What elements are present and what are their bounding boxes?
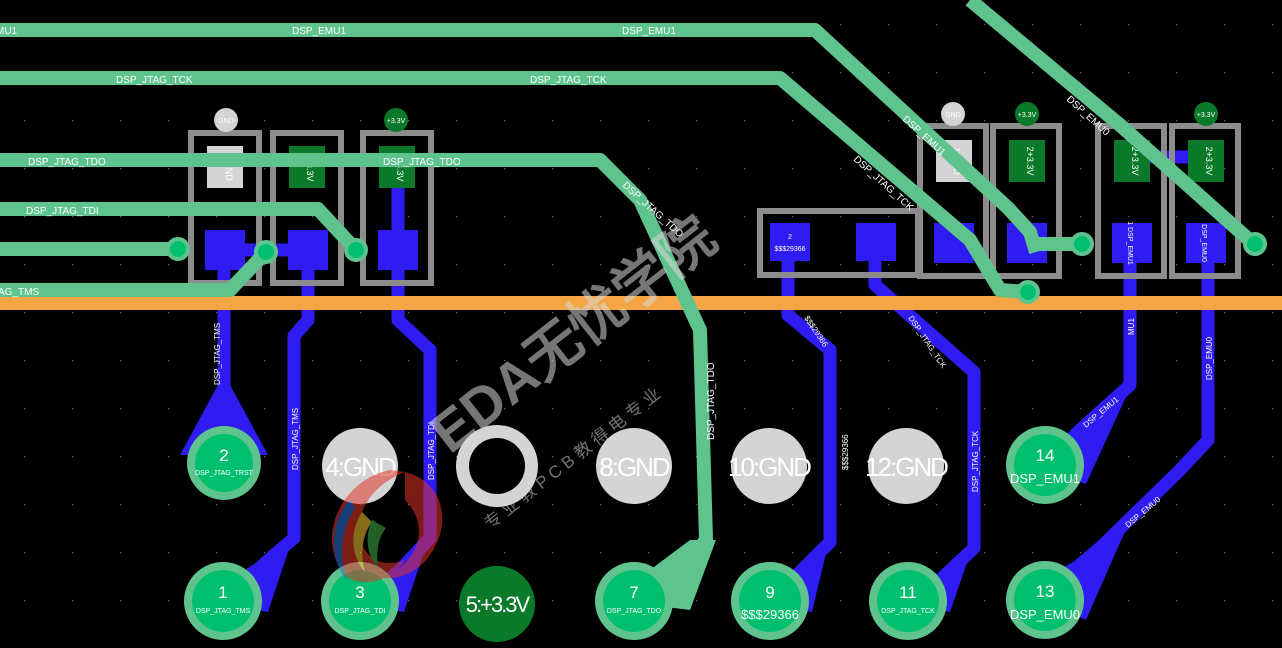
header-pin-12[interactable]: 12:GND [865, 428, 950, 504]
svg-text:AG_TMS: AG_TMS [0, 287, 39, 298]
header-pin-8[interactable]: 8:GND [596, 428, 672, 504]
svg-text:2+3.3V: 2+3.3V [1025, 147, 1035, 176]
resistor-r7[interactable]: 2+3.3V DSP_EMU0 [1169, 123, 1241, 279]
vias [166, 232, 1267, 304]
svg-text:DSP_JTAG_TDI: DSP_JTAG_TDI [427, 422, 436, 480]
svg-text:DSP_JTAG_TMS: DSP_JTAG_TMS [213, 323, 222, 385]
svg-text:1 DSP_EMU1: 1 DSP_EMU1 [1126, 221, 1133, 265]
trace-emu1-top [0, 23, 1043, 255]
via-emu0[interactable] [1243, 232, 1267, 256]
via-tck[interactable] [1016, 280, 1040, 304]
header-pin-2[interactable]: 2 DSP_JTAG_TRST [187, 426, 261, 500]
svg-text:$$$29366: $$$29366 [741, 607, 799, 622]
svg-text:DSP_JTAG_TDO: DSP_JTAG_TDO [383, 157, 461, 168]
svg-text:2: 2 [219, 446, 228, 465]
header-pin-7[interactable]: 7 DSP_JTAG_TDO [595, 562, 673, 640]
trace-tck-top [0, 71, 1029, 299]
header-pin-1[interactable]: 1 DSP_JTAG_TMS [184, 562, 262, 640]
svg-text:DSP_JTAG_TMS: DSP_JTAG_TMS [291, 408, 300, 470]
svg-text:13: 13 [1036, 582, 1055, 601]
via-trst[interactable] [166, 237, 190, 261]
svg-text:DSP_EMU0: DSP_EMU0 [1200, 224, 1207, 262]
svg-text:1: 1 [218, 583, 227, 602]
svg-text:7: 7 [629, 583, 638, 602]
svg-text:DSP_JTAG_TDO: DSP_JTAG_TDO [607, 608, 662, 615]
trace-tms-top [0, 247, 272, 297]
svg-text:DSP_EMU0: DSP_EMU0 [1205, 336, 1214, 380]
svg-text:+3.3V: +3.3V [1018, 112, 1037, 119]
header-pin-9[interactable]: 9 $$$29366 [731, 562, 809, 640]
svg-text:1:GND: 1:GND [224, 153, 234, 181]
svg-text:DSP_EMU1: DSP_EMU1 [292, 26, 346, 37]
svg-text:$$$29366: $$$29366 [841, 434, 850, 470]
header-pin-5[interactable]: 5:+3.3V [459, 566, 535, 642]
svg-text:2+3.3V: 2+3.3V [1130, 147, 1140, 176]
svg-text:10:GND: 10:GND [728, 452, 811, 482]
header-pin-14[interactable]: 14 DSP_EMU1 [1006, 426, 1084, 504]
svg-text:DSP_JTAG_TCK: DSP_JTAG_TCK [530, 75, 607, 86]
svg-text:DSP_JTAG_TDO: DSP_JTAG_TDO [706, 362, 717, 440]
header-pin-3[interactable]: 3 DSP_JTAG_TDI [321, 562, 399, 640]
svg-text:$$$29366: $$$29366 [774, 246, 805, 253]
watermark-logo-icon [332, 470, 443, 583]
svg-text:12:GND: 12:GND [865, 452, 948, 482]
svg-text:DSP_JTAG_TCK: DSP_JTAG_TCK [881, 608, 935, 615]
svg-text:DSP_EMU0: DSP_EMU0 [1010, 607, 1080, 622]
jtag-header: 2 DSP_JTAG_TRST 4:GND 8:GND 10:GND 12:GN… [184, 425, 1084, 642]
svg-text:DSP_EMU1: DSP_EMU1 [1010, 471, 1080, 486]
via-tms[interactable] [254, 240, 278, 264]
trace-tdi-top [0, 202, 362, 255]
svg-text:+3.3V: +3.3V [387, 118, 406, 125]
power-flags: GND +3.3V GND +3.3V +3.3V [214, 102, 1218, 132]
svg-text:8:GND: 8:GND [599, 452, 670, 482]
orange-trace [0, 296, 1282, 310]
via-emu1[interactable] [1070, 232, 1094, 256]
header-pin-10[interactable]: 10:GND [728, 428, 813, 504]
svg-text:11: 11 [899, 583, 917, 602]
svg-text:DSP_JTAG_TDI: DSP_JTAG_TDI [26, 206, 99, 217]
svg-text:5:+3.3V: 5:+3.3V [466, 592, 531, 617]
svg-text:MU1: MU1 [0, 26, 18, 37]
svg-text:3: 3 [355, 583, 364, 602]
mounting-hole [456, 425, 538, 507]
svg-text:+3.3V: +3.3V [1197, 112, 1216, 119]
svg-text:GND: GND [218, 118, 234, 125]
svg-text:DSP_JTAG_TCK: DSP_JTAG_TCK [971, 430, 980, 492]
via-tdi[interactable] [344, 238, 368, 262]
svg-text:DSP_EMU1: DSP_EMU1 [622, 26, 676, 37]
trace-emu0-top [965, 0, 1260, 251]
svg-text:14: 14 [1036, 446, 1055, 465]
svg-text:2: 2 [788, 234, 792, 241]
svg-text:DSP_JTAG_TDI: DSP_JTAG_TDI [335, 608, 386, 615]
svg-text:MU1: MU1 [1127, 318, 1136, 335]
svg-text:DSP_JTAG_TRST: DSP_JTAG_TRST [195, 470, 254, 477]
header-pin-11[interactable]: 11 DSP_JTAG_TCK [869, 562, 947, 640]
svg-text:DSP_JTAG_TMS: DSP_JTAG_TMS [196, 608, 251, 615]
svg-text:GND: GND [945, 112, 961, 119]
svg-text:2+3.3V: 2+3.3V [1204, 147, 1214, 176]
svg-text:DSP_JTAG_TDO: DSP_JTAG_TDO [28, 157, 106, 168]
svg-text:DSP_JTAG_TCK: DSP_JTAG_TCK [116, 75, 193, 86]
header-pin-13[interactable]: 13 DSP_EMU0 [1006, 561, 1084, 639]
svg-text:9: 9 [765, 583, 774, 602]
